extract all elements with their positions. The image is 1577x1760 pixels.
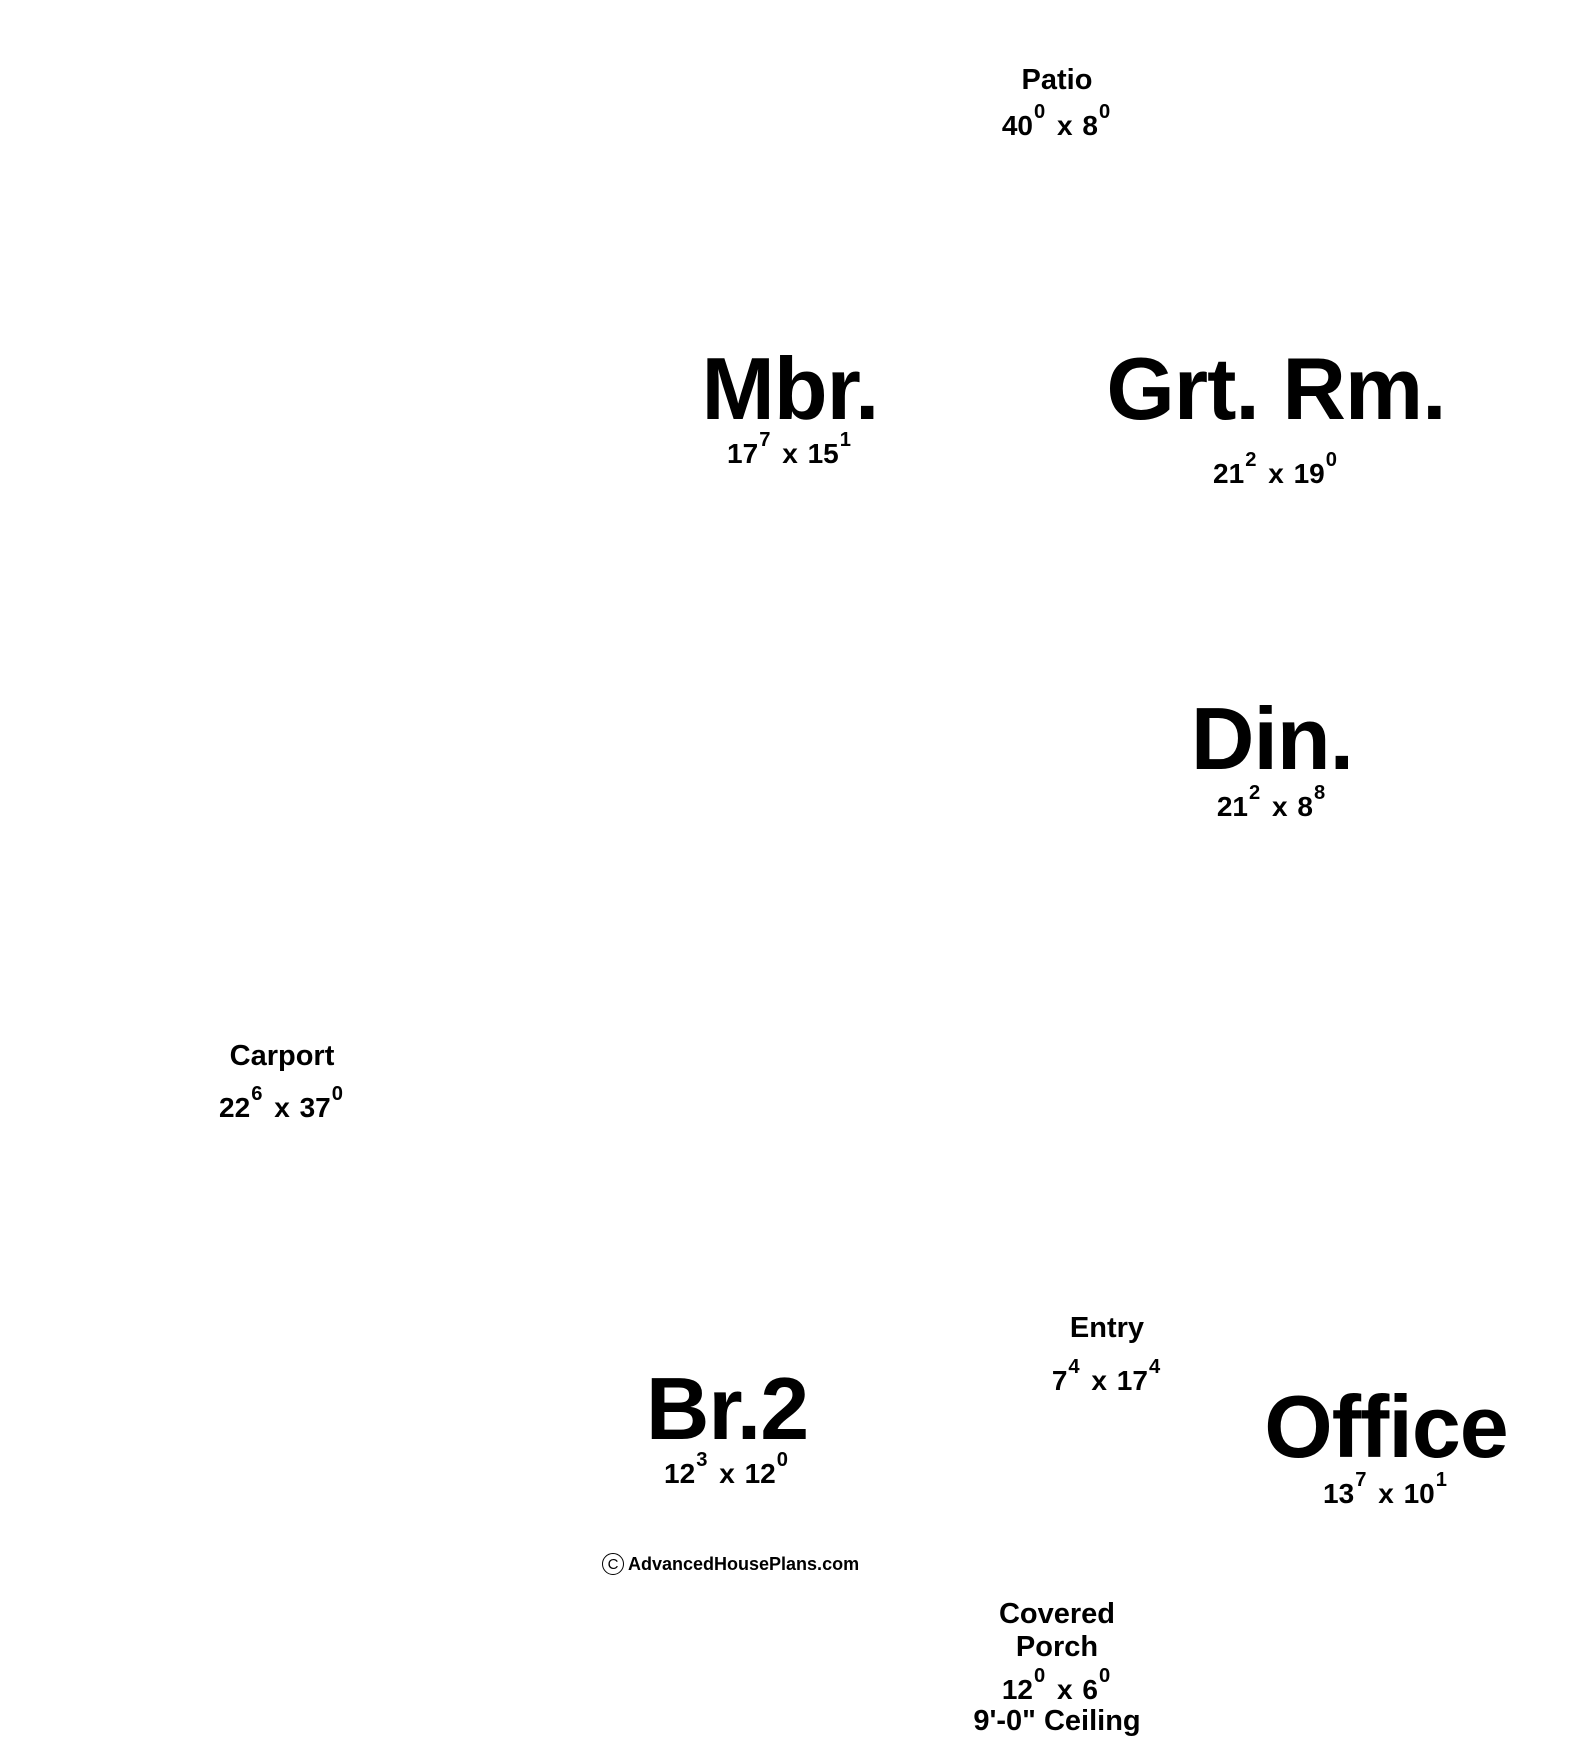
- copyright-notice: C AdvancedHousePlans.com: [602, 1553, 859, 1575]
- room-label-covered-porch-line1: Covered: [998, 1598, 1116, 1630]
- room-label-great-room: Grt. Rm.: [1106, 339, 1446, 438]
- room-label-bedroom-2: Br.2: [645, 1359, 809, 1458]
- room-label-dining: Din.: [1190, 689, 1354, 788]
- room-label-patio: Patio: [1021, 64, 1093, 96]
- copyright-icon: C: [602, 1553, 624, 1575]
- room-label-mbr: Mbr.: [701, 339, 880, 438]
- room-label-carport: Carport: [229, 1040, 335, 1072]
- room-label-entry: Entry: [1069, 1312, 1145, 1344]
- room-note-covered-porch-ceiling: 9'-0" Ceiling: [973, 1705, 1141, 1737]
- room-label-covered-porch-line2: Porch: [1015, 1631, 1099, 1663]
- room-label-office: Office: [1264, 1377, 1508, 1476]
- copyright-text: AdvancedHousePlans.com: [628, 1553, 860, 1574]
